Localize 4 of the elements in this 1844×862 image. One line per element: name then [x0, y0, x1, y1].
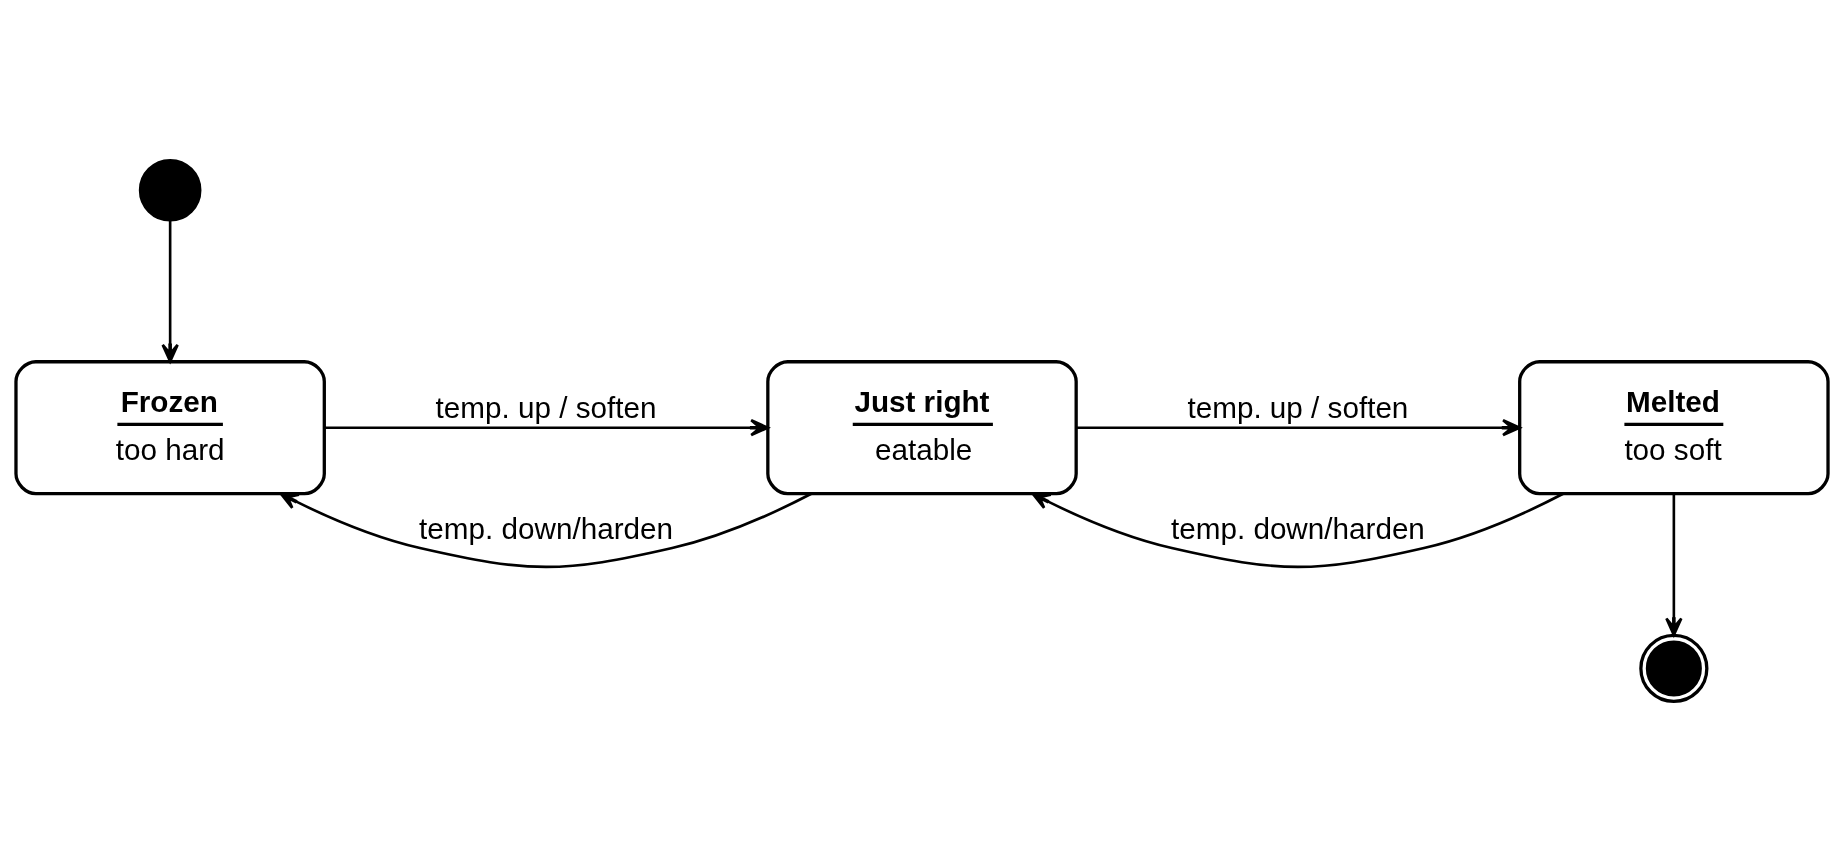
- edge-label: temp. up / soften: [1187, 391, 1409, 425]
- edge-label: temp. down/harden: [419, 511, 674, 545]
- edge-label: temp. down/harden: [1170, 511, 1425, 545]
- edge-label: temp. up / soften: [435, 391, 657, 425]
